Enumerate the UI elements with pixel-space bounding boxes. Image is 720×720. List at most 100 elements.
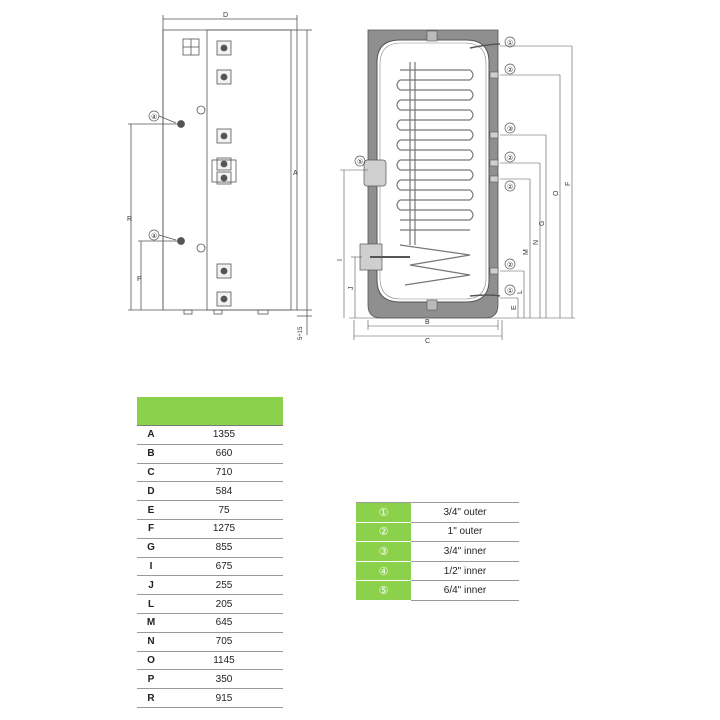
dimension-value: 855	[165, 538, 283, 558]
label-L: L	[517, 290, 524, 294]
dimension-value: 584	[165, 481, 283, 502]
dimension-value: 710	[165, 463, 283, 483]
dimension-header-value	[165, 397, 283, 426]
dimension-key: L	[137, 594, 165, 614]
dimension-key: M	[137, 613, 165, 633]
dimension-value: 705	[165, 632, 283, 652]
connection-symbol: ④	[356, 561, 411, 582]
section-labels: ① ② ③ ② ② ② ① ⑤ B C E L I J M N G O F	[337, 39, 572, 345]
label-B: B	[425, 319, 430, 326]
callout-5: ⑤	[357, 158, 363, 166]
dimension-key: F	[137, 519, 165, 539]
connection-symbol: ③	[356, 541, 411, 562]
dimension-value: 1275	[165, 519, 283, 539]
dimension-value: 915	[165, 688, 283, 708]
dimension-value: 660	[165, 444, 283, 464]
technical-drawing: D A R P ④ ④ 5÷15	[127, 12, 575, 345]
dimension-value: 255	[165, 575, 283, 596]
section-view	[359, 29, 501, 319]
callout-2-a: ②	[507, 67, 513, 74]
label-O: O	[553, 190, 560, 196]
dimension-key: G	[137, 538, 165, 558]
dimension-key: B	[137, 444, 165, 464]
label-D: D	[223, 12, 228, 19]
connection-symbol: ②	[356, 522, 411, 543]
section-callouts	[354, 36, 516, 296]
callout-2-b: ②	[507, 155, 513, 162]
dimension-value: 1355	[165, 425, 283, 445]
label-R: R	[127, 216, 132, 223]
label-I: I	[337, 259, 344, 261]
dimension-key: R	[137, 688, 165, 708]
side-view-labels: D A R P ④ ④ 5÷15	[127, 12, 304, 340]
label-J: J	[348, 287, 355, 291]
callout-1-top: ①	[507, 39, 513, 47]
dimension-key: I	[137, 557, 165, 577]
callout-4-bottom: ④	[151, 232, 157, 240]
dimension-value: 645	[165, 613, 283, 633]
connection-label: 6/4" inner	[411, 580, 519, 601]
connection-symbol: ⑤	[356, 580, 411, 601]
side-view-ports	[177, 40, 237, 307]
label-G: G	[539, 221, 546, 226]
dimension-value: 1145	[165, 651, 283, 671]
dimension-key: D	[137, 481, 165, 502]
label-E: E	[511, 305, 518, 310]
dimension-key: A	[137, 425, 165, 445]
callout-4-top: ④	[151, 113, 157, 121]
callout-2-c: ②	[507, 184, 513, 191]
dimension-key: P	[137, 669, 165, 690]
dimension-value: 205	[165, 594, 283, 614]
connection-label: 3/4" inner	[411, 541, 519, 562]
dimension-value: 350	[165, 669, 283, 690]
label-N: N	[533, 240, 540, 245]
side-view	[128, 15, 312, 335]
label-A: A	[293, 170, 298, 177]
dimension-value: 75	[165, 500, 283, 520]
section-dimensions	[340, 45, 575, 340]
callout-3: ③	[507, 125, 513, 133]
connection-symbol: ①	[356, 502, 411, 523]
dimension-table-header	[137, 397, 283, 426]
side-view-callouts	[148, 110, 177, 241]
dimension-header-key	[137, 397, 165, 426]
connection-label: 3/4" outer	[411, 502, 519, 523]
dimension-key: E	[137, 500, 165, 520]
label-C: C	[425, 338, 430, 345]
dimension-key: C	[137, 463, 165, 483]
dimension-key: N	[137, 632, 165, 652]
dimension-key: O	[137, 651, 165, 671]
dimension-key: J	[137, 575, 165, 596]
label-F: F	[565, 182, 572, 186]
dimension-value: 675	[165, 557, 283, 577]
label-M: M	[523, 249, 530, 255]
label-gap: 5÷15	[298, 326, 304, 340]
label-P: P	[137, 276, 142, 283]
connection-label: 1" outer	[411, 522, 519, 543]
callout-1-bottom: ①	[507, 287, 513, 295]
callout-2-d: ②	[507, 262, 513, 269]
connection-label: 1/2" inner	[411, 561, 519, 582]
